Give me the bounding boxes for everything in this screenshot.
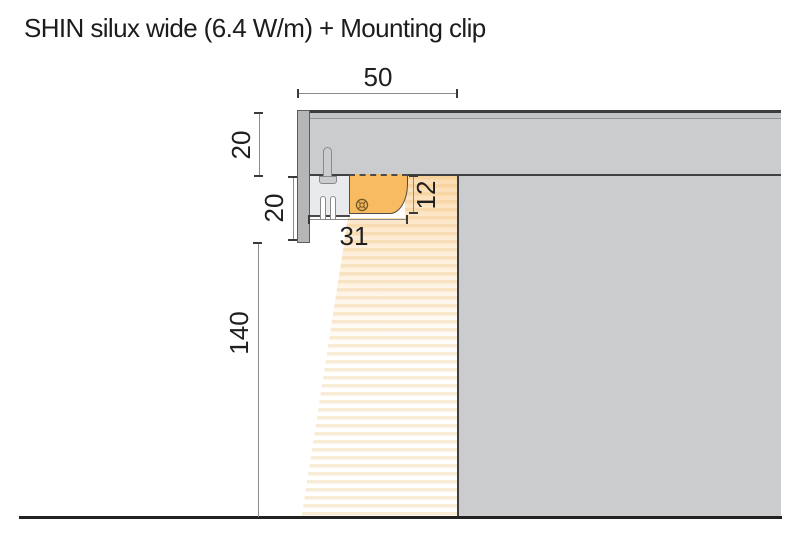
dim-tick [254, 112, 263, 114]
dim-line-ceiling-recess [259, 113, 260, 177]
dim-label-light-drop: 140 [224, 311, 254, 355]
wall-section [457, 176, 781, 517]
clip-slot [319, 196, 326, 219]
phillips-screw-icon [355, 198, 369, 212]
dim-tick [254, 175, 263, 177]
dim-line-bottom-width [309, 219, 408, 220]
dim-line-top-width [298, 93, 457, 94]
mounting-clip-tab-base [319, 176, 337, 184]
dim-line-profile-drop [293, 177, 294, 241]
page-title: SHIN silux wide (6.4 W/m) + Mounting cli… [24, 13, 486, 43]
ceiling-slab [310, 110, 781, 176]
profile-side-flange [297, 110, 310, 243]
dim-label-profile-drop: 20 [259, 193, 289, 223]
dim-tick [288, 239, 297, 241]
dim-tick [409, 175, 418, 177]
dim-tick [409, 212, 418, 214]
dim-tick [456, 89, 458, 98]
dim-tick [297, 89, 299, 98]
dim-label-top-width: 50 [363, 62, 393, 92]
dim-tick [288, 176, 297, 178]
dim-line-led-window [413, 176, 414, 214]
dim-tick [308, 215, 310, 224]
dim-tick [406, 215, 408, 224]
dim-line-light-drop [258, 243, 259, 517]
dim-label-ceiling-recess: 20 [226, 130, 256, 160]
dim-label-led-window: 12 [411, 180, 441, 210]
dim-label-bottom-width: 31 [339, 221, 369, 251]
ceiling-profile-top-sheet [310, 113, 781, 119]
dim-tick [253, 242, 262, 244]
floor-line [19, 516, 782, 519]
mounting-clip-spring-tab [323, 147, 332, 177]
clip-slot [329, 196, 336, 219]
